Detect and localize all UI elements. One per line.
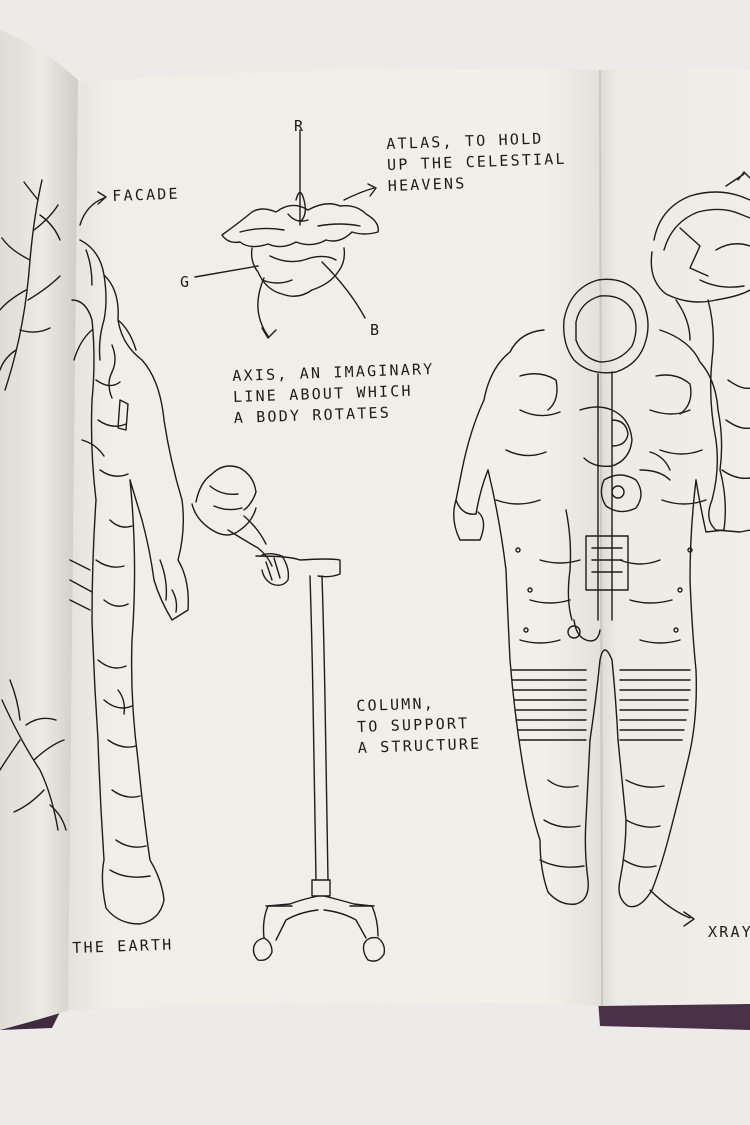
atlas-annotation: ATLAS, TO HOLD UP THE CELESTIAL HEAVENS: [386, 128, 568, 197]
astronaut-helmet-icon: [650, 171, 750, 533]
the-earth-label: THE EARTH: [72, 935, 174, 957]
axis-letter-g: G: [180, 273, 192, 291]
page-fold: [599, 69, 603, 1007]
facade-arrowhead: [97, 191, 107, 205]
astronaut-suit-icon: [69, 239, 189, 925]
column-annotation: COLUMN, TO SUPPORT A STRUCTURE: [356, 692, 482, 759]
axis-object-icon: [194, 129, 379, 339]
facade-label: FACADE: [112, 184, 181, 205]
book-cover-edge: [598, 1000, 750, 1030]
column-line-3: A STRUCTURE: [357, 734, 482, 757]
axis-letter-r: R: [294, 117, 306, 135]
axis-letter-b: B: [370, 321, 382, 339]
walking-cane-icon: [191, 465, 386, 962]
axis-annotation: AXIS, AN IMAGINARY LINE ABOUT WHICH A BO…: [232, 359, 436, 429]
left-page: [0, 30, 78, 1030]
right-page: [600, 68, 750, 1006]
main-page: [68, 68, 602, 1010]
astronaut-xray-icon: [453, 278, 727, 927]
facade-arrow: [79, 197, 105, 226]
xray-label: XRAY: [708, 923, 750, 941]
plant-sketch-icon: [0, 179, 67, 831]
